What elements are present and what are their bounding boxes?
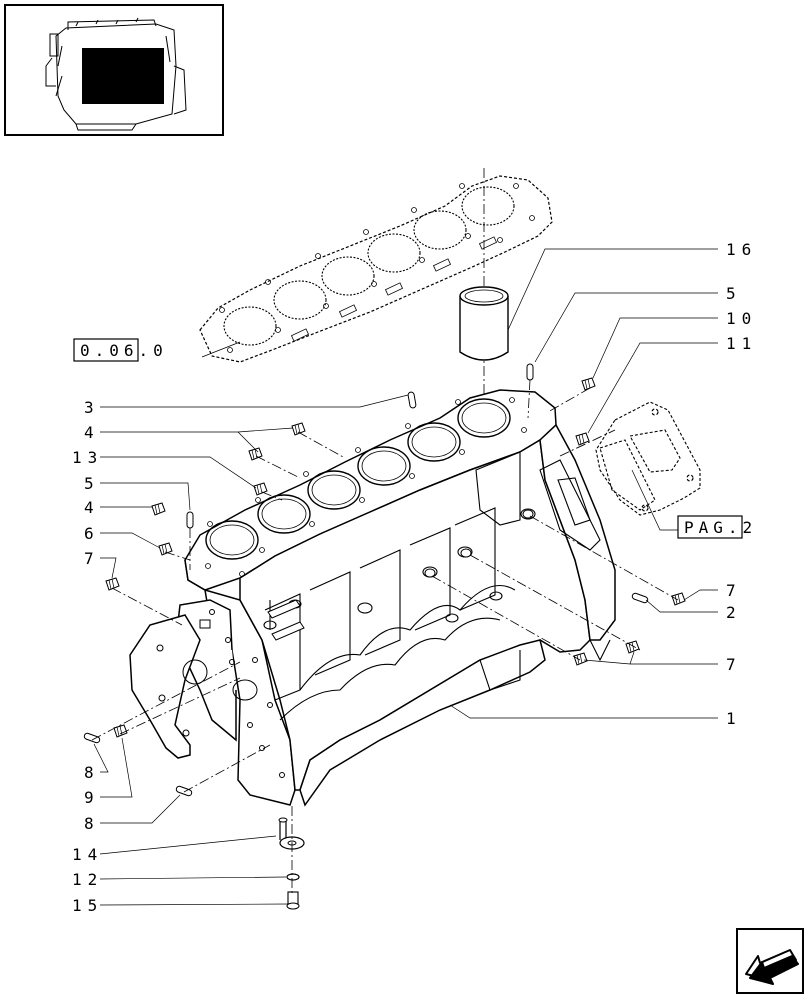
assembly-lines	[91, 379, 679, 895]
callout-16: 16	[726, 240, 757, 259]
block-ribs	[263, 451, 611, 721]
cover-axis-line	[559, 429, 616, 457]
callout-4-upper: 4	[84, 423, 100, 442]
block-studs	[267, 509, 534, 641]
callout-3: 3	[84, 398, 100, 417]
leader-lines	[93, 248, 718, 906]
callout-labels: 16 5 10 11 3 4 13 5 4 6 7 7 2 7 1 8 9 8 …	[72, 240, 757, 915]
callout-2: 2	[726, 603, 742, 622]
callout-5-left: 5	[84, 474, 100, 493]
gasket-holes	[219, 183, 535, 353]
gasket-reference: 0.06.0	[73, 338, 168, 362]
callout-7-left: 7	[84, 549, 100, 568]
cylinder-block	[129, 389, 616, 807]
callout-8-upper: 8	[84, 763, 100, 782]
next-page-button[interactable]	[736, 928, 804, 994]
cylinder-liner	[459, 286, 509, 361]
callout-7-lower: 7	[726, 655, 742, 674]
screw	[286, 891, 300, 910]
engine-thumbnail	[4, 4, 224, 136]
oil-nozzle-stud	[278, 817, 305, 850]
front-face-holes	[156, 609, 285, 778]
washer	[286, 873, 300, 881]
next-page-arrow-icon	[745, 949, 799, 985]
gasket-reference-label: 0.06.0	[80, 341, 168, 360]
oil-cooler-cover	[595, 401, 701, 516]
callout-15: 15	[72, 896, 103, 915]
callout-7-right: 7	[726, 581, 742, 600]
callout-5-top: 5	[726, 284, 742, 303]
callout-10: 10	[726, 309, 757, 328]
callout-14: 14	[72, 845, 103, 864]
page-reference-label: PAG.2	[684, 518, 757, 537]
callout-12: 12	[72, 870, 103, 889]
callout-4-left: 4	[84, 498, 100, 517]
callout-8-lower: 8	[84, 814, 100, 833]
callout-9: 9	[84, 788, 100, 807]
callout-6: 6	[84, 524, 100, 543]
engine-thumbnail-icon	[45, 17, 187, 131]
callout-11: 11	[726, 334, 757, 353]
callout-13: 13	[72, 448, 103, 467]
callout-1: 1	[726, 709, 742, 728]
deck-bolt-holes	[205, 397, 527, 577]
page-reference: PAG.2	[677, 515, 757, 539]
highlighted-engine-block	[82, 48, 164, 104]
